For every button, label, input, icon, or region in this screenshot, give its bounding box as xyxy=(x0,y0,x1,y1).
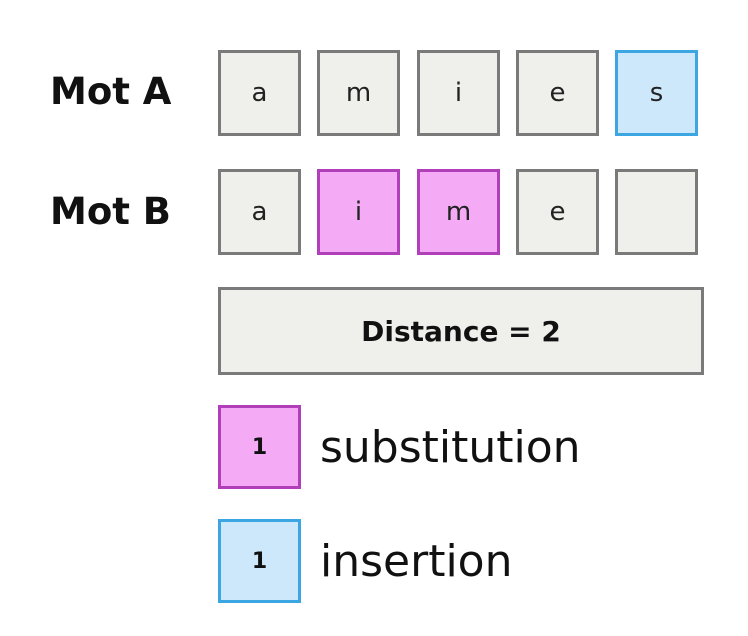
word-b-cell-2: i xyxy=(317,169,400,255)
word-b-cell-4: e xyxy=(516,169,599,255)
word-a-cell-4: e xyxy=(516,50,599,136)
word-a-label: Mot A xyxy=(50,70,172,113)
legend-substitution-count: 1 xyxy=(251,434,268,460)
word-a-cell-1: a xyxy=(218,50,301,136)
word-a-cell-3: i xyxy=(417,50,500,136)
word-a-cell-2: m xyxy=(317,50,400,136)
word-b-cell-5 xyxy=(615,169,698,255)
word-b-label: Mot B xyxy=(50,190,172,233)
legend-insertion-label: insertion xyxy=(320,536,513,587)
distance-box: Distance = 2 xyxy=(218,287,704,375)
word-a-cell-5: s xyxy=(615,50,698,136)
legend-substitution-label: substitution xyxy=(320,422,581,473)
word-b-cell-3: m xyxy=(417,169,500,255)
distance-label: Distance = 2 xyxy=(361,314,561,348)
legend-substitution-swatch: 1 xyxy=(218,405,301,489)
legend-insertion-swatch: 1 xyxy=(218,519,301,603)
word-b-cell-1: a xyxy=(218,169,301,255)
legend-insertion-count: 1 xyxy=(251,548,268,574)
